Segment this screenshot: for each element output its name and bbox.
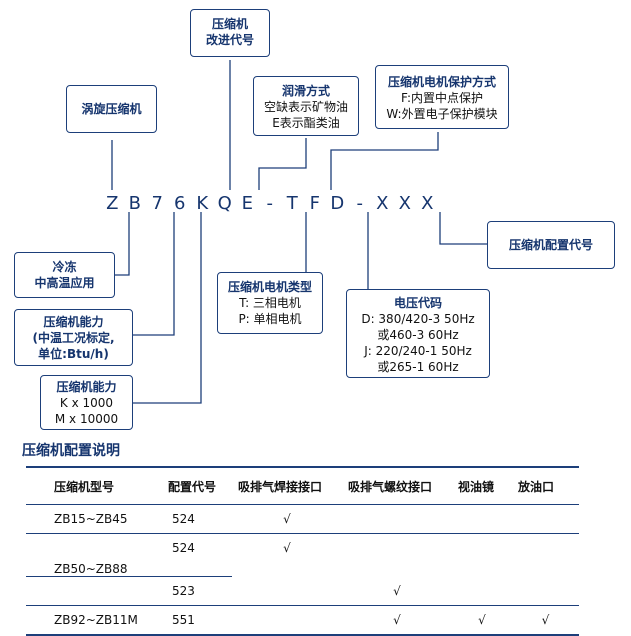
cell-sight <box>452 576 512 606</box>
lubrication-box: 润滑方式 空缺表示矿物油 E表示酯类油 <box>253 76 359 136</box>
code-char: X <box>421 193 434 214</box>
cell-thread <box>342 562 452 577</box>
cell-thread <box>342 534 452 563</box>
header-weld: 吸排气焊接接口 <box>232 466 342 505</box>
cell-code: 551 <box>162 605 232 636</box>
multiplier-title: 压缩机能力 <box>56 380 117 394</box>
cell-sight <box>452 534 512 563</box>
multiplier-line1: K x 1000 <box>59 396 114 410</box>
scroll-compressor-title: 涡旋压缩机 <box>81 102 142 116</box>
config-table: 压缩机型号 配置代号 吸排气焊接接口 吸排气螺纹接口 视油镜 放油口 ZB15~… <box>26 466 579 636</box>
capacity-line2: 单位:Btu/h) <box>38 347 109 361</box>
code-char: E <box>241 193 253 214</box>
code-char: D <box>330 193 345 214</box>
code-char: 6 <box>174 193 186 214</box>
modify-code-line1: 压缩机 <box>211 17 248 31</box>
motor-protection-line1: F:内置中点保护 <box>400 91 483 105</box>
motor-protection-title: 压缩机电机保护方式 <box>387 75 496 89</box>
table-header-row: 压缩机型号 配置代号 吸排气焊接接口 吸排气螺纹接口 视油镜 放油口 <box>26 466 579 505</box>
capacity-line1: (中温工况标定, <box>32 331 115 345</box>
cell-model <box>26 576 162 606</box>
code-char: 7 <box>151 193 163 214</box>
cell-code <box>162 562 232 577</box>
table-row: 523 √ <box>26 576 579 606</box>
motor-type-line2: P: 单相电机 <box>238 312 302 326</box>
code-char: X <box>398 193 411 214</box>
modify-code-box: 压缩机 改进代号 <box>190 9 270 57</box>
code-char: B <box>128 193 141 214</box>
cooling-line2: 中高温应用 <box>34 276 95 290</box>
voltage-title: 电压代码 <box>393 296 442 310</box>
code-char: Z <box>106 193 119 214</box>
cell-sight: √ <box>452 605 512 636</box>
capacity-box: 压缩机能力 (中温工况标定, 单位:Btu/h) <box>14 309 133 366</box>
table-row: ZB15~ZB45 524 √ <box>26 504 579 534</box>
lubrication-title: 润滑方式 <box>281 84 330 98</box>
cell-weld <box>232 576 342 606</box>
header-sight-glass: 视油镜 <box>452 466 512 505</box>
lubrication-line1: 空缺表示矿物油 <box>263 100 348 114</box>
voltage-line3: J: 220/240-1 50Hz <box>364 344 472 358</box>
config-code-title: 压缩机配置代号 <box>508 238 593 252</box>
header-thread: 吸排气螺纹接口 <box>342 466 452 505</box>
header-config-code: 配置代号 <box>162 466 232 505</box>
cell-thread: √ <box>342 605 452 636</box>
cell-thread <box>342 504 452 534</box>
voltage-code-box: 电压代码 D: 380/420-3 50Hz 或460-3 60Hz J: 22… <box>346 289 490 378</box>
cell-model: ZB15~ZB45 <box>26 504 162 534</box>
capacity-multiplier-box: 压缩机能力 K x 1000 M x 10000 <box>40 375 133 430</box>
code-char: - <box>266 193 274 214</box>
scroll-compressor-box: 涡旋压缩机 <box>66 85 157 133</box>
code-char: T <box>286 193 298 214</box>
cooling-application-box: 冷冻 中高温应用 <box>14 252 115 298</box>
cell-drain <box>512 576 579 606</box>
lubrication-line2: E表示酯类油 <box>272 116 340 130</box>
motor-protection-line2: W:外置电子保护模块 <box>386 107 498 121</box>
voltage-line1: D: 380/420-3 50Hz <box>361 312 475 326</box>
code-char: F <box>309 193 320 214</box>
modify-code-line2: 改进代号 <box>205 33 254 47</box>
multiplier-line2: M x 10000 <box>54 412 119 426</box>
config-code-box: 压缩机配置代号 <box>487 221 615 269</box>
cell-drain <box>512 562 579 577</box>
voltage-line4: 或265-1 60Hz <box>377 360 459 374</box>
cell-model: ZB50~ZB88 <box>26 562 162 577</box>
table-row: ZB50~ZB88 <box>26 562 579 577</box>
table-row: 524 √ <box>26 534 579 563</box>
code-char: X <box>376 193 389 214</box>
capacity-title: 压缩机能力 <box>43 315 104 329</box>
cell-drain: √ <box>512 605 579 636</box>
cell-model <box>26 534 162 563</box>
cell-drain <box>512 534 579 563</box>
section-title: 压缩机配置说明 <box>22 443 120 459</box>
motor-type-title: 压缩机电机类型 <box>227 280 312 294</box>
cell-sight <box>452 504 512 534</box>
cell-code: 523 <box>162 576 232 606</box>
voltage-line2: 或460-3 60Hz <box>377 328 459 342</box>
cell-model: ZB92~ZB11M <box>26 605 162 636</box>
motor-type-line1: T: 三相电机 <box>239 296 301 310</box>
cell-weld <box>232 562 342 577</box>
code-char: Q <box>217 193 232 214</box>
motor-type-box: 压缩机电机类型 T: 三相电机 P: 单相电机 <box>217 272 323 334</box>
code-char: K <box>196 193 209 214</box>
motor-protection-box: 压缩机电机保护方式 F:内置中点保护 W:外置电子保护模块 <box>375 65 509 129</box>
cell-code: 524 <box>162 504 232 534</box>
cell-sight <box>452 562 512 577</box>
cell-thread: √ <box>342 576 452 606</box>
header-drain: 放油口 <box>512 466 579 505</box>
cell-weld <box>232 605 342 636</box>
cell-weld: √ <box>232 504 342 534</box>
cell-weld: √ <box>283 541 291 555</box>
code-char: - <box>356 193 364 214</box>
header-model: 压缩机型号 <box>26 466 162 505</box>
cell-drain <box>512 504 579 534</box>
cell-code: 524 <box>172 541 195 555</box>
cooling-line1: 冷冻 <box>52 260 77 274</box>
table-row: ZB92~ZB11M 551 √ √ √ <box>26 605 579 636</box>
